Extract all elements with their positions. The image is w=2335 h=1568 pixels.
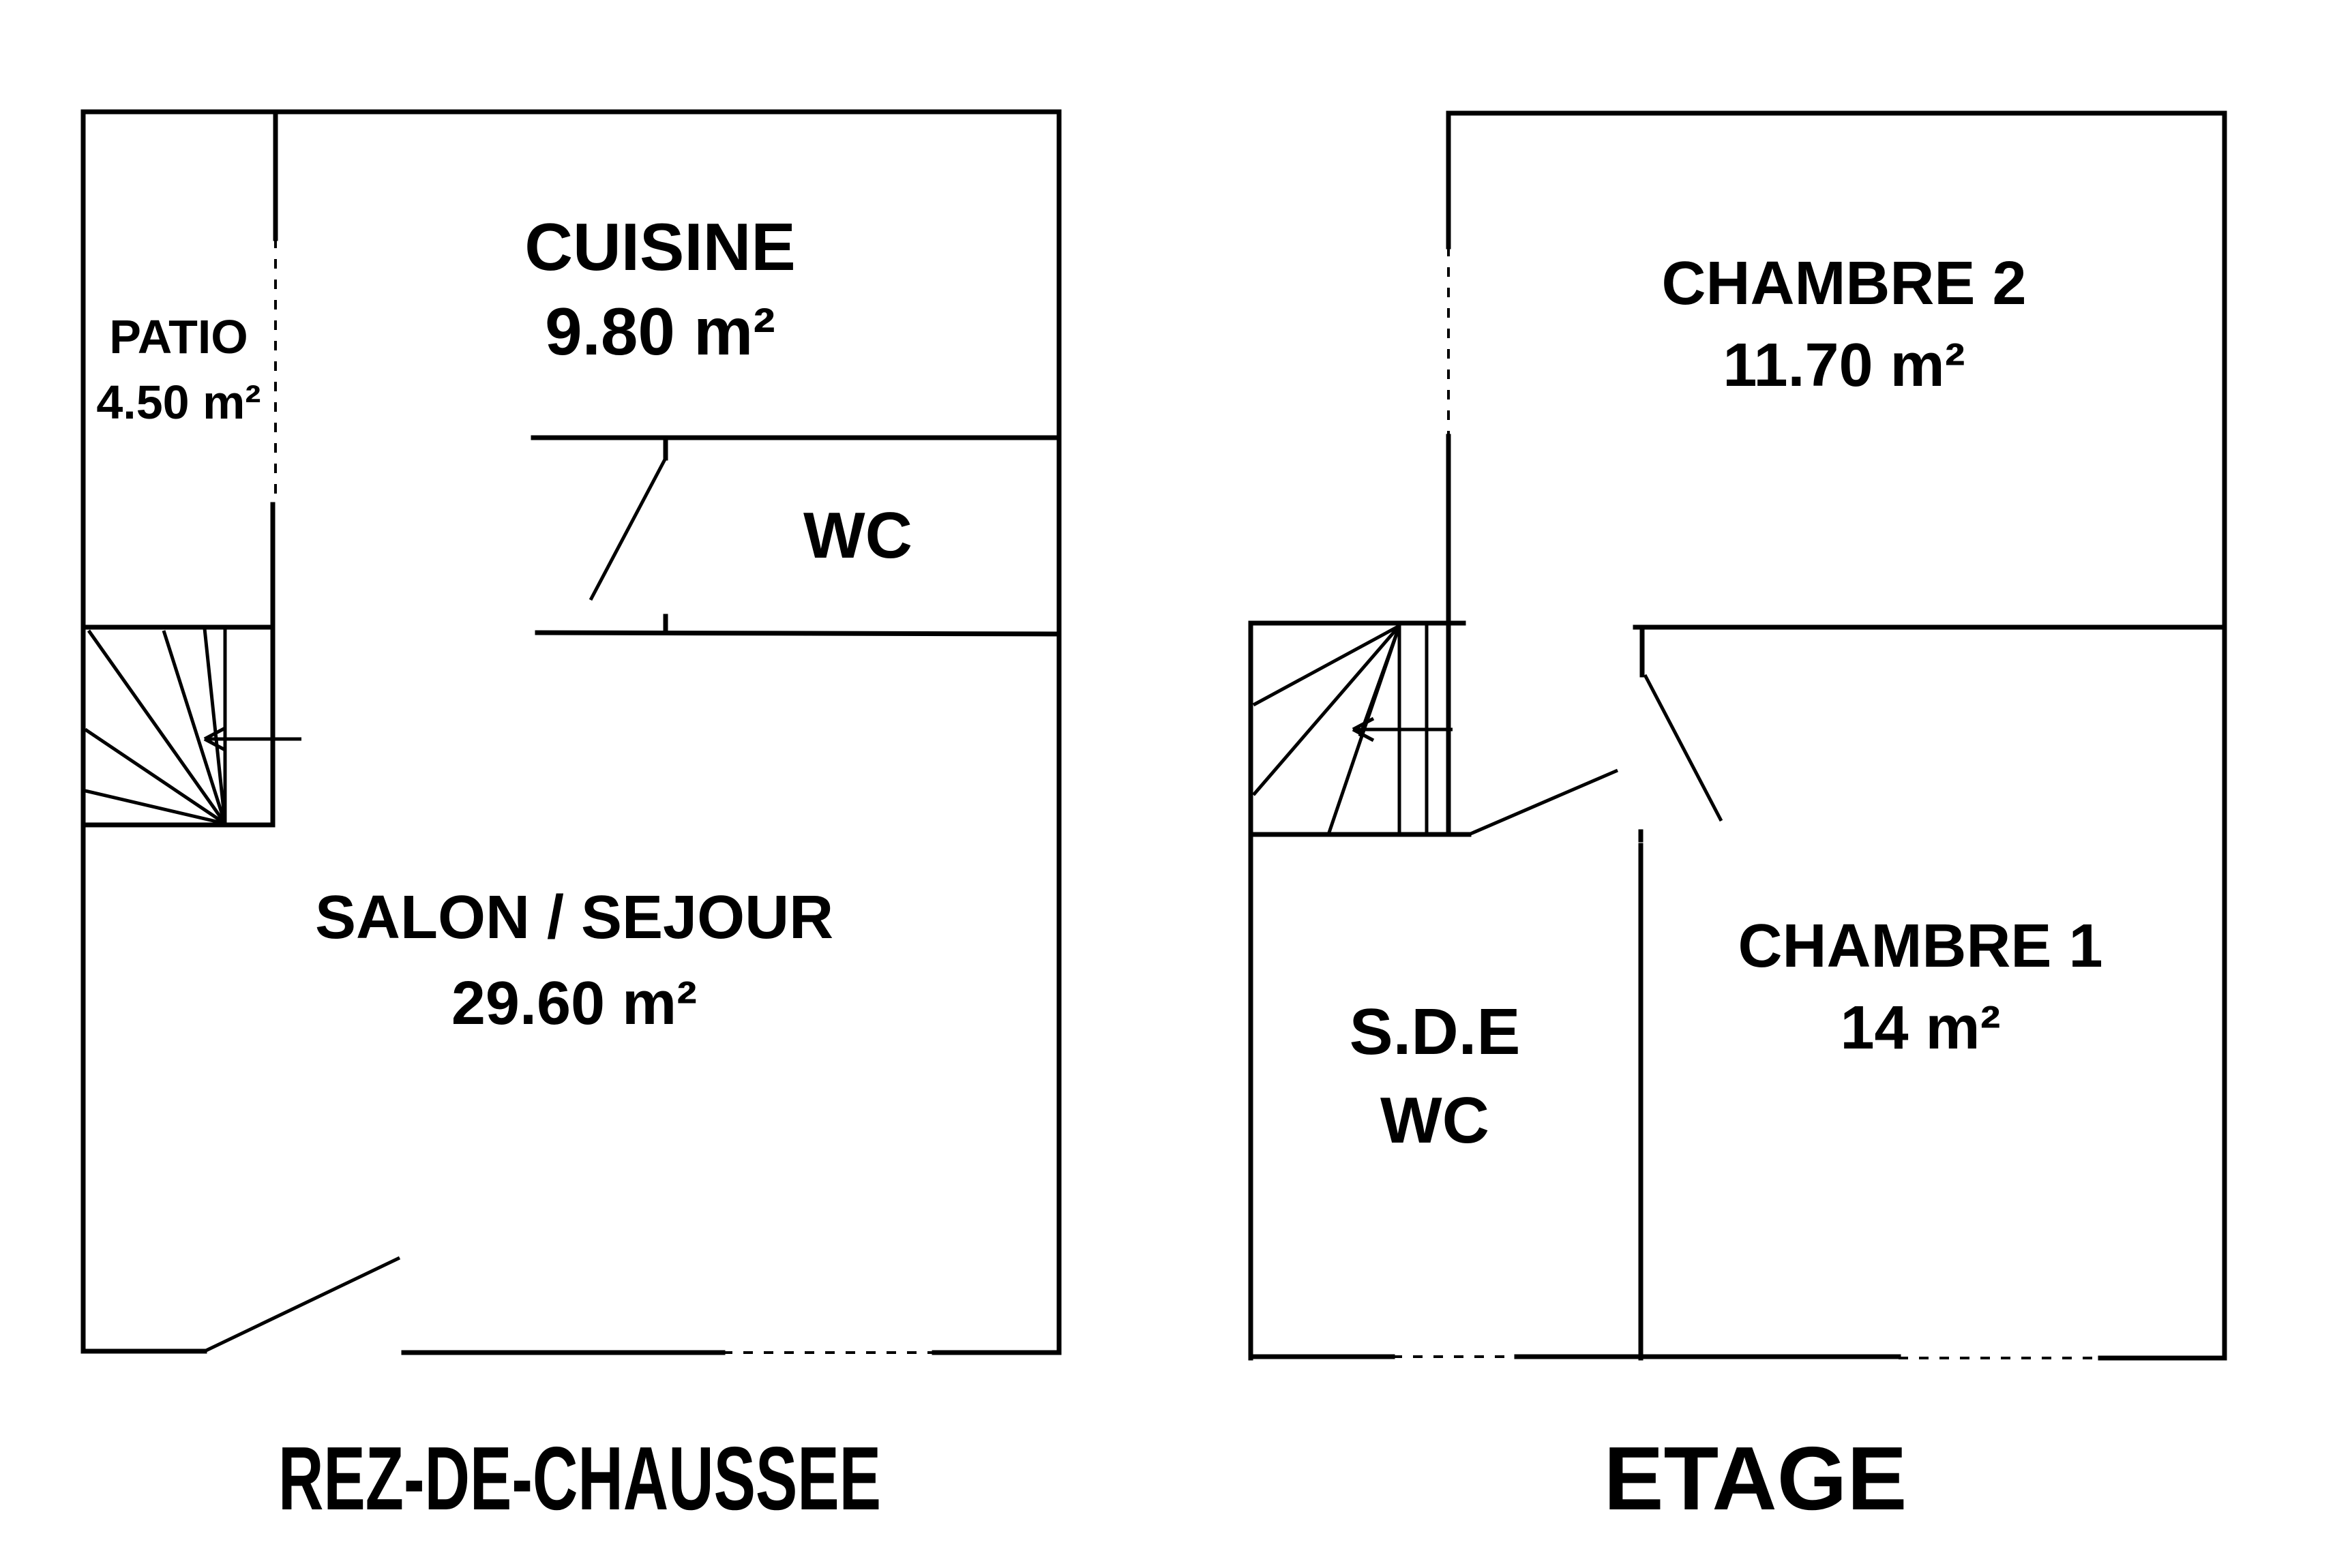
room-area-chambre1: 14 m² xyxy=(1840,994,2000,1062)
room-label-chambre1: CHAMBRE 1 xyxy=(1738,912,2102,980)
room-area-chambre2: 11.70 m² xyxy=(1723,331,1965,399)
room-area-salon: 29.60 m² xyxy=(451,969,697,1038)
entrance-door xyxy=(203,1256,401,1353)
room-label-sde: S.D.E xyxy=(1350,995,1521,1068)
room-label-patio: PATIO xyxy=(109,310,248,363)
ground-walls xyxy=(80,109,1062,1355)
chambre1-door xyxy=(1643,674,1723,822)
room-label-salon: SALON / SEJOUR xyxy=(315,884,833,952)
room-label-cuisine: CUISINE xyxy=(524,209,796,284)
ground-floor-plan: CUISINE 9.80 m² PATIO 4.50 m² WC SALON /… xyxy=(80,109,1062,1528)
ground-staircase xyxy=(80,624,301,828)
upper-floor-plan: CHAMBRE 2 11.70 m² CHAMBRE 1 14 m² S.D.E… xyxy=(1248,110,2227,1528)
sde-door xyxy=(1468,768,1618,836)
plan-title-ground: REZ-DE-CHAUSSEE xyxy=(278,1428,881,1528)
room-label-wc-ground: WC xyxy=(803,499,912,572)
room-area-cuisine: 9.80 m² xyxy=(545,294,775,369)
plan-title-upper: ETAGE xyxy=(1604,1428,1907,1528)
room-label-sde-wc: WC xyxy=(1380,1084,1489,1157)
room-area-patio: 4.50 m² xyxy=(96,376,261,429)
upper-staircase xyxy=(1252,623,1453,835)
room-label-chambre2: CHAMBRE 2 xyxy=(1661,250,2026,318)
wc-door xyxy=(589,457,668,601)
